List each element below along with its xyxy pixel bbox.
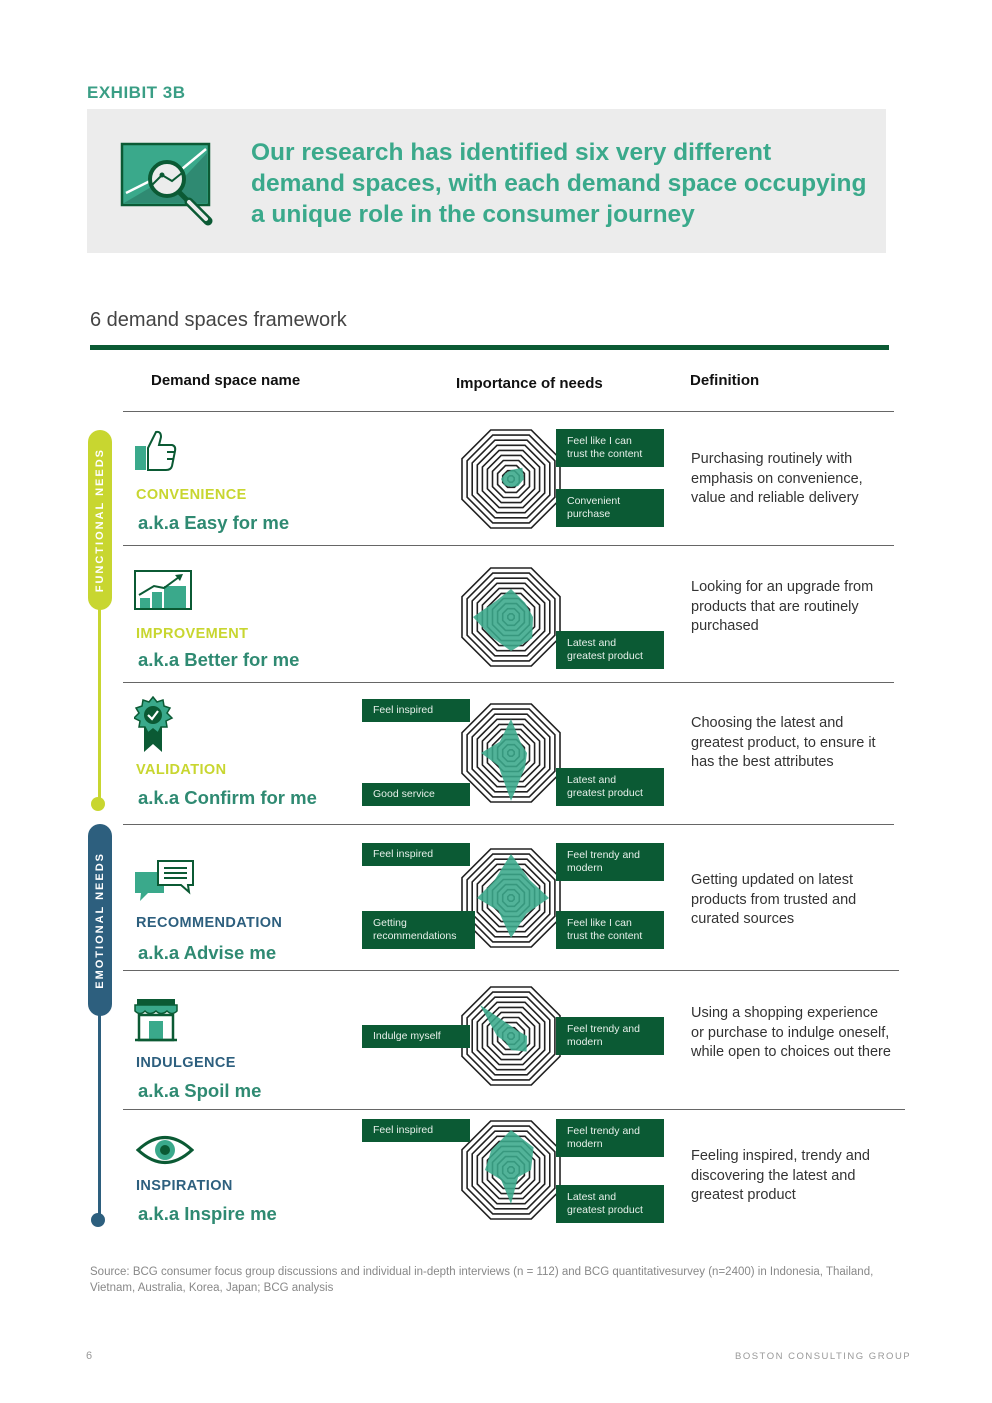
row-category: INDULGENCE [136, 1055, 236, 1071]
row-aka: a.k.a Confirm for me [138, 787, 317, 808]
page-number: 6 [86, 1350, 93, 1362]
need-label: Feel trendy and modern [556, 1017, 664, 1055]
importance-radar [456, 1115, 566, 1230]
emotional-needs-label: EMOTIONAL NEEDS [94, 851, 106, 989]
need-label: Latest and greatest product [556, 1185, 664, 1223]
row-definition: Choosing the latest and greatest product… [691, 715, 876, 771]
chat-bubbles-icon [134, 859, 196, 908]
row-aka: a.k.a Advise me [138, 942, 277, 963]
need-label: Convenient purchase [556, 489, 664, 527]
emotional-needs-pill: EMOTIONAL NEEDS [88, 824, 112, 1016]
row-divider [123, 545, 894, 546]
importance-radar [456, 562, 566, 677]
emotional-needs-dot [91, 1213, 105, 1227]
row-definition: Using a shopping experience or purchase … [691, 1005, 891, 1061]
row-category: CONVENIENCE [136, 487, 247, 503]
thumbs-up-icon [134, 428, 178, 477]
row-divider [123, 1109, 905, 1110]
row-divider [123, 682, 894, 683]
growth-chart-icon [134, 570, 192, 615]
functional-needs-pill: FUNCTIONAL NEEDS [88, 430, 112, 610]
functional-needs-dot [91, 797, 105, 811]
column-header-importance: Importance of needs [456, 375, 603, 392]
headline-banner: Our research has identified six very dif… [87, 109, 886, 253]
row-aka: a.k.a Spoil me [138, 1080, 262, 1101]
need-label: Feel inspired [362, 699, 470, 722]
row-definition: Feeling inspired, trendy and discovering… [691, 1148, 870, 1204]
exhibit-label: EXHIBIT 3B [87, 83, 186, 102]
need-label: Feel trendy and modern [556, 843, 664, 881]
row-category: VALIDATION [136, 762, 227, 778]
footer-brand: BOSTON CONSULTING GROUP [735, 1351, 912, 1362]
eye-icon [135, 1133, 195, 1172]
headline: Our research has identified six very dif… [251, 139, 867, 228]
need-label: Feel like I can trust the content [556, 911, 664, 949]
need-label: Latest and greatest product [556, 631, 664, 669]
row-divider [123, 824, 894, 825]
need-label: Indulge myself [362, 1025, 470, 1048]
framework-title: 6 demand spaces framework [90, 309, 347, 331]
need-label: Feel like I can trust the content [556, 429, 664, 467]
need-label: Feel inspired [362, 1119, 470, 1142]
award-ribbon-icon [132, 695, 174, 759]
need-label: Good service [362, 783, 470, 806]
importance-radar [456, 843, 566, 958]
row-aka: a.k.a Better for me [138, 649, 300, 670]
need-label: Feel trendy and modern [556, 1119, 664, 1157]
row-divider [123, 970, 899, 971]
row-definition: Getting updated on latest products from … [691, 872, 857, 928]
analytics-magnifier-icon [120, 141, 215, 236]
row-definition: Purchasing routinely with emphasis on co… [691, 451, 863, 507]
column-header-name: Demand space name [151, 372, 301, 389]
importance-radar [456, 424, 566, 539]
row-aka: a.k.a Inspire me [138, 1203, 277, 1224]
row-category: RECOMMENDATION [136, 915, 283, 931]
functional-needs-label: FUNCTIONAL NEEDS [94, 447, 106, 593]
importance-radar [456, 981, 566, 1096]
functional-needs-line [98, 608, 101, 803]
row-divider [123, 411, 894, 412]
emotional-needs-line [98, 1014, 101, 1219]
need-label: Feel inspired [362, 843, 470, 866]
importance-radar [456, 698, 566, 813]
title-rule [90, 345, 889, 350]
row-definition: Looking for an upgrade from products tha… [691, 579, 874, 635]
storefront-icon [134, 998, 178, 1047]
row-category: INSPIRATION [136, 1178, 233, 1194]
row-aka: a.k.a Easy for me [138, 512, 290, 533]
need-label: Latest and greatest product [556, 768, 664, 806]
row-category: IMPROVEMENT [136, 626, 249, 642]
column-header-definition: Definition [690, 372, 760, 389]
source-note: Source: BCG consumer focus group discuss… [90, 1266, 874, 1294]
need-label: Getting recommendations [362, 911, 475, 949]
